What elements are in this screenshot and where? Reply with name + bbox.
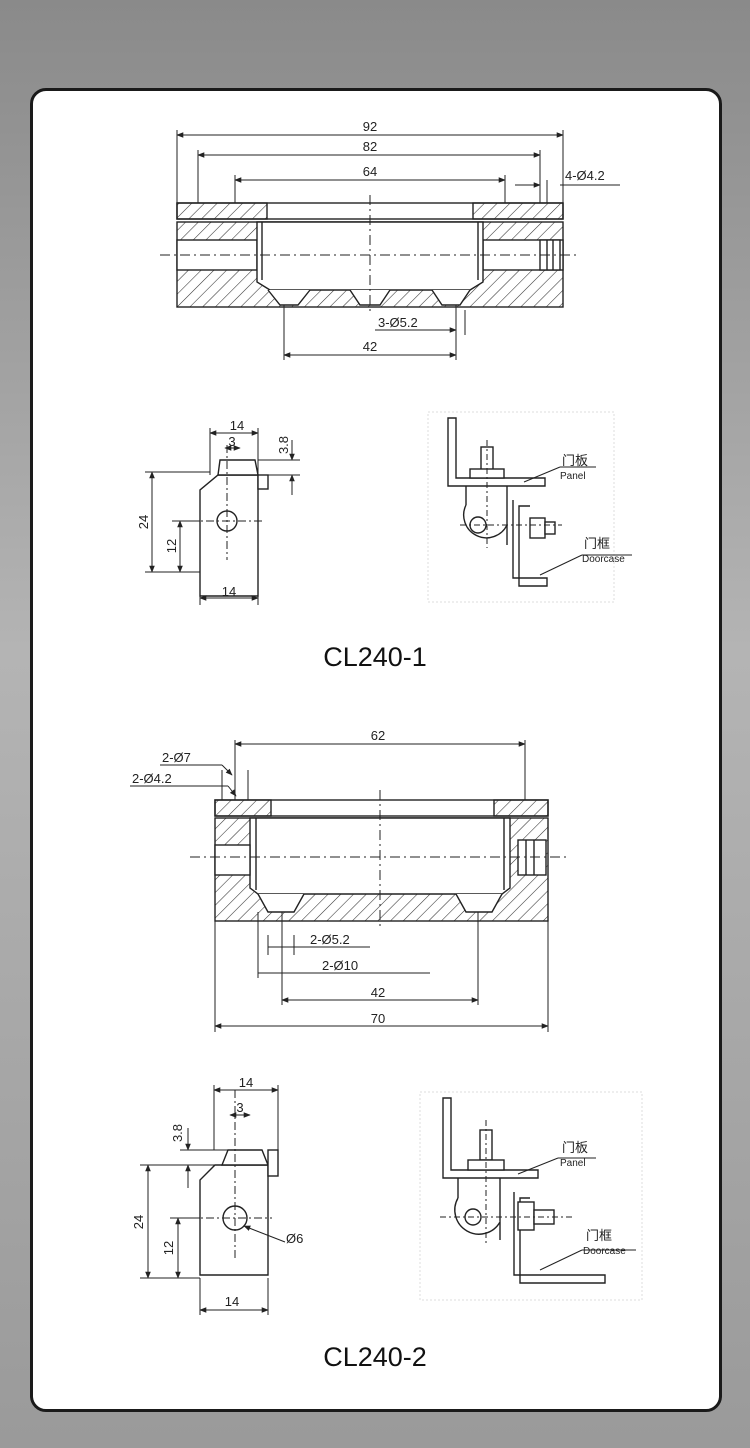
- cl240-1-top-dims: 92 82 64 4-Ø4.2 3-Ø5.2 42: [363, 119, 605, 354]
- dim-12: 12: [161, 1241, 176, 1255]
- cl240-1-top-view: [160, 130, 620, 360]
- panel-label-cn: 门板: [562, 1140, 588, 1155]
- cl240-2-install-view: [419, 1091, 643, 1301]
- dim-3-8: 3.8: [276, 436, 291, 454]
- dim-6: Ø6: [286, 1231, 303, 1246]
- dim-92: 92: [363, 119, 377, 134]
- cl240-2-install-labels: 门板 Panel 门框 Doorcase: [560, 1140, 626, 1257]
- cl240-2-side-dims: 14 3 3.8 24 12 Ø6 14: [131, 1075, 303, 1309]
- model-label-cl240-2: CL240-2: [323, 1342, 427, 1372]
- doorcase-label-cn: 门框: [586, 1228, 612, 1243]
- dim-3: 3: [236, 1100, 243, 1115]
- cl240-2-top-dims: 62 2-Ø7 2-Ø4.2 2-Ø5.2 2-Ø10 42 70: [132, 728, 385, 1026]
- cl240-2-side-view: [140, 1085, 286, 1315]
- dim-14-top: 14: [239, 1075, 253, 1090]
- dim-2-holes-10: 2-Ø10: [322, 958, 358, 973]
- dim-2-holes-7: 2-Ø7: [162, 750, 191, 765]
- dim-4-holes-4-2: 4-Ø4.2: [565, 168, 605, 183]
- cl240-1-side-dims: 14 3 3.8 24 12 14: [136, 418, 291, 599]
- dim-2-holes-5-2: 2-Ø5.2: [310, 932, 350, 947]
- dim-14-top: 14: [230, 418, 244, 433]
- dim-3: 3: [228, 434, 235, 449]
- cl240-1-side-view: [145, 428, 300, 605]
- dim-24: 24: [136, 515, 151, 529]
- panel-label-en: Panel: [560, 471, 586, 482]
- dim-64: 64: [363, 164, 377, 179]
- dim-82: 82: [363, 139, 377, 154]
- dim-12: 12: [164, 539, 179, 553]
- doorcase-label-cn: 门框: [584, 536, 610, 551]
- dim-14-bottom: 14: [222, 584, 236, 599]
- panel-label-cn: 门板: [562, 453, 588, 468]
- dim-3-8: 3.8: [170, 1124, 185, 1142]
- dim-3-holes-5-2: 3-Ø5.2: [378, 315, 418, 330]
- cl240-1-install-view: [427, 411, 632, 603]
- model-label-cl240-1: CL240-1: [323, 642, 427, 672]
- dim-24: 24: [131, 1215, 146, 1229]
- dim-62: 62: [371, 728, 385, 743]
- dim-42: 42: [371, 985, 385, 1000]
- dim-2-holes-4-2: 2-Ø4.2: [132, 771, 172, 786]
- dim-42: 42: [363, 339, 377, 354]
- dim-14-bottom: 14: [225, 1294, 239, 1309]
- dim-70: 70: [371, 1011, 385, 1026]
- cl240-2-top-view: [130, 740, 570, 1032]
- doorcase-label-en: Doorcase: [582, 554, 625, 565]
- panel-label-en: Panel: [560, 1158, 586, 1169]
- doorcase-label-en: Doorcase: [583, 1246, 626, 1257]
- cl240-1-install-labels: 门板 Panel 门框 Doorcase: [560, 453, 625, 565]
